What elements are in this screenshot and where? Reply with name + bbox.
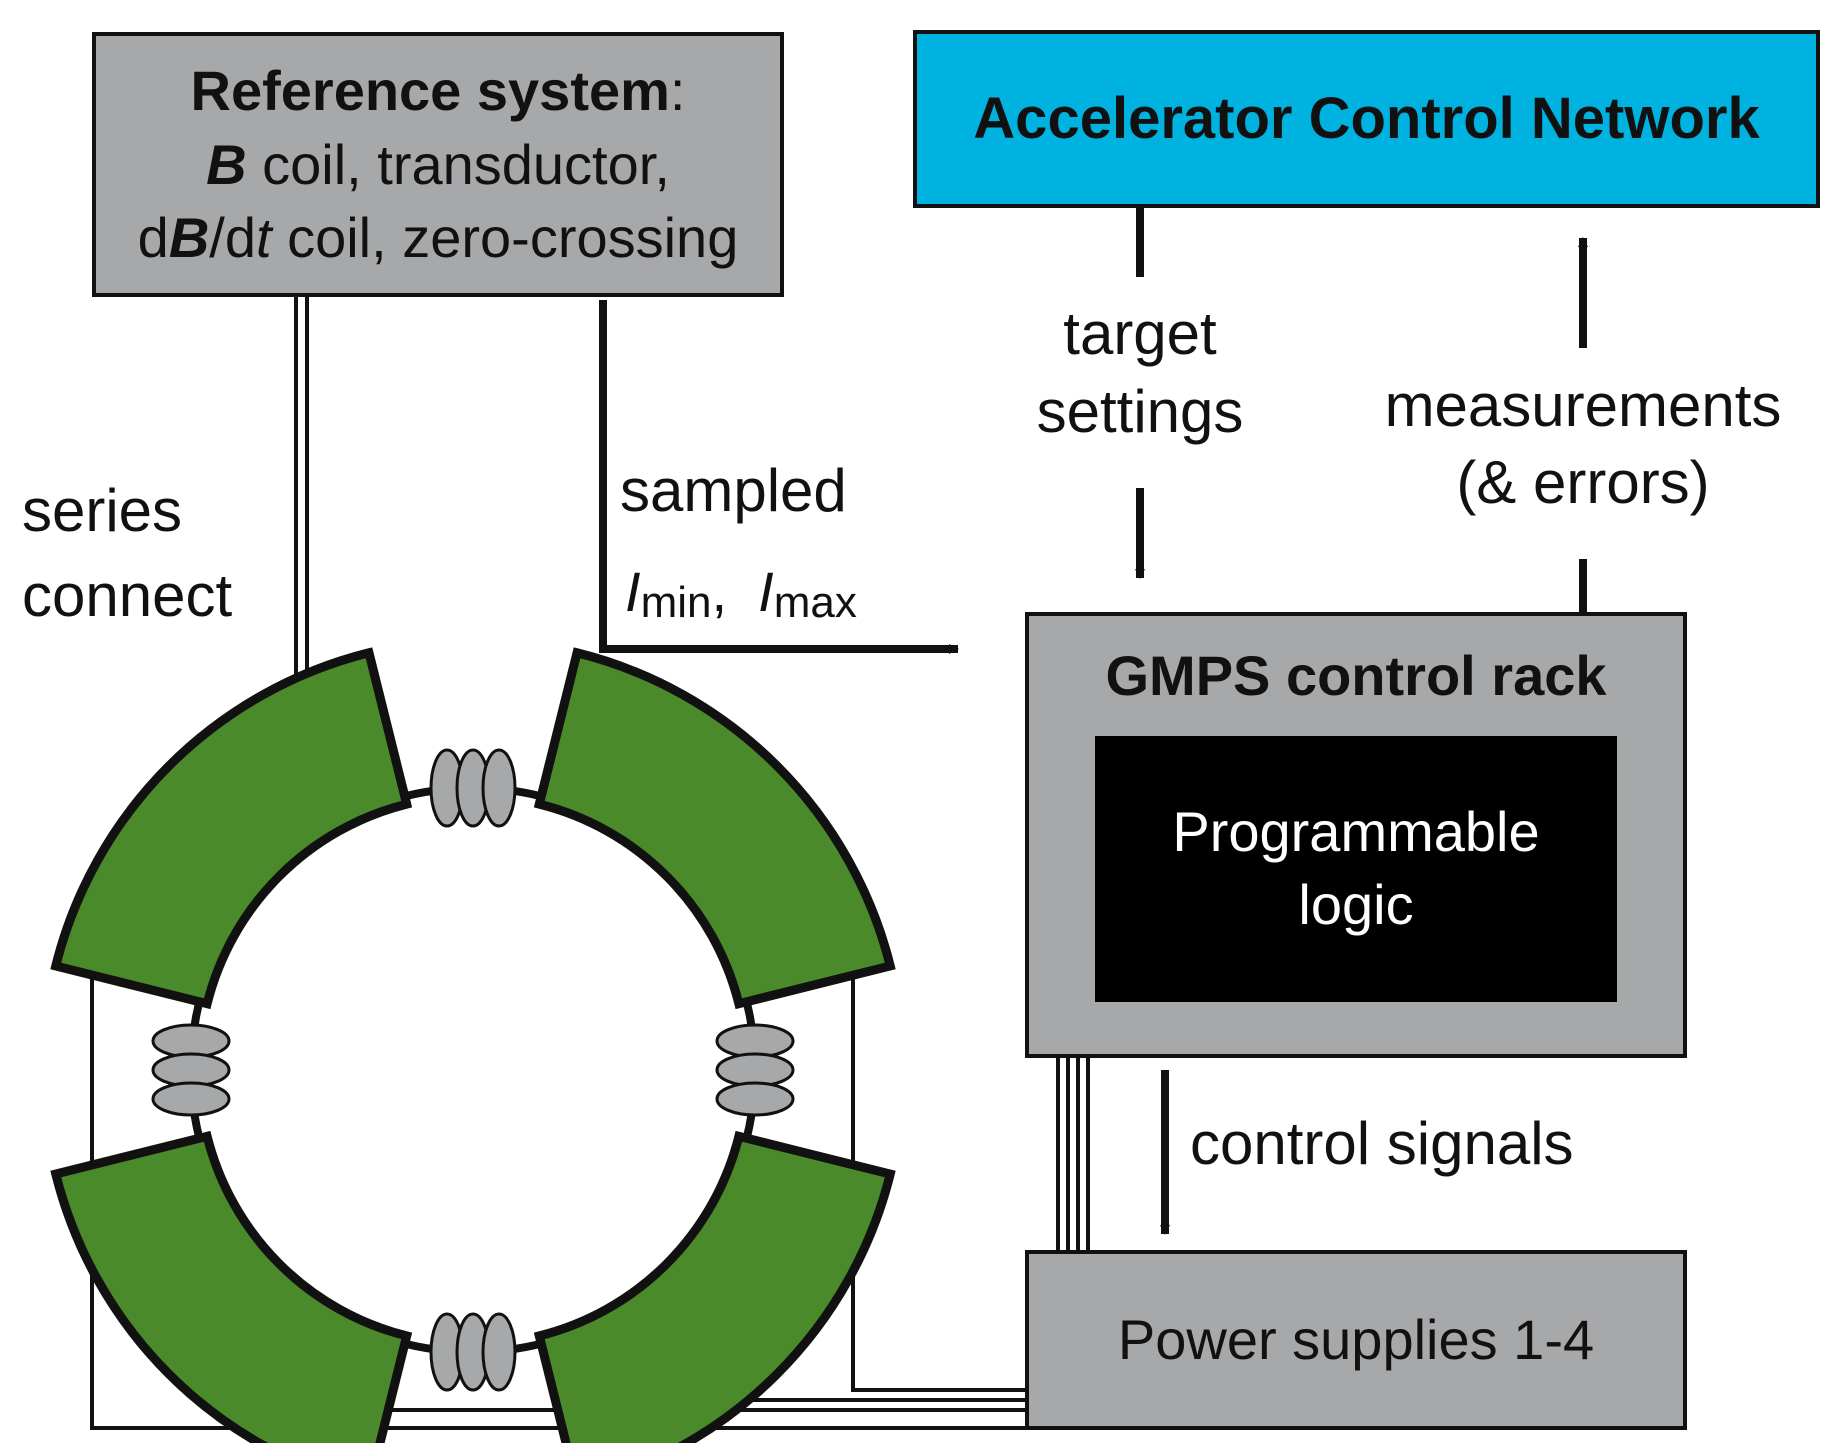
logic-line-2: logic bbox=[1298, 873, 1414, 936]
reference-system-box: Reference system: B coil, transductor, d… bbox=[92, 32, 784, 297]
reference-system-title: Reference system bbox=[190, 58, 670, 122]
b-symbol-2: B bbox=[168, 206, 210, 270]
magnet-top-left bbox=[50, 647, 413, 1010]
coil-bottom-lobe bbox=[481, 1312, 517, 1392]
series-label: series bbox=[22, 477, 183, 544]
imax-sub: max bbox=[773, 578, 857, 627]
settings-label: settings bbox=[1036, 378, 1244, 445]
reference-system-colon: : bbox=[669, 58, 686, 122]
coil-left-lobe bbox=[151, 1052, 231, 1088]
reference-line-3: coil, zero-crossing bbox=[271, 206, 739, 270]
coil-right-lobe bbox=[715, 1081, 795, 1117]
gmps-control-rack: GMPS control rack Programmable logic bbox=[1025, 612, 1687, 1058]
d-symbol: d bbox=[137, 206, 169, 270]
magnet-bottom-right bbox=[533, 1130, 896, 1443]
rack-title: GMPS control rack bbox=[1105, 644, 1607, 707]
measurements-label: measurements bbox=[1384, 372, 1782, 439]
sampled-label: sampled bbox=[620, 457, 847, 524]
b-symbol: B bbox=[206, 132, 247, 196]
accelerator-control-network-box: Accelerator Control Network bbox=[913, 30, 1820, 208]
coil-lenses bbox=[151, 748, 795, 1392]
reference-system-text: Reference system: B coil, transductor, d… bbox=[138, 54, 739, 276]
coil-right-lobe bbox=[715, 1052, 795, 1088]
power-supplies-box: Power supplies 1-4 bbox=[1025, 1250, 1687, 1430]
imin-comma: , bbox=[711, 560, 728, 623]
programmable-logic-block: Programmable logic bbox=[1095, 736, 1617, 1002]
rack-to-ps-cables bbox=[1056, 1058, 1090, 1250]
coil-top-lobe bbox=[481, 748, 517, 828]
connect-label: connect bbox=[22, 562, 233, 629]
coil-right-lobe bbox=[715, 1023, 795, 1059]
target-label: target bbox=[1063, 300, 1217, 367]
t-symbol: t bbox=[255, 206, 272, 270]
imax-i: I bbox=[758, 560, 774, 623]
logic-line-1: Programmable bbox=[1172, 800, 1540, 864]
errors-label: (& errors) bbox=[1456, 449, 1710, 516]
control-signals-label: control signals bbox=[1190, 1110, 1574, 1177]
network-title: Accelerator Control Network bbox=[973, 86, 1760, 152]
magnet-top-right bbox=[533, 647, 896, 1010]
coil-left-lobe bbox=[151, 1081, 231, 1117]
reference-line-2: coil, transductor, bbox=[246, 132, 670, 196]
slash-d: /d bbox=[209, 206, 256, 270]
imin-imax-label: Imin, Imax bbox=[625, 558, 857, 630]
sampled-arrow bbox=[599, 300, 959, 654]
imin-i: I bbox=[625, 560, 641, 623]
magnet-bottom-left bbox=[50, 1130, 413, 1443]
imin-sub: min bbox=[640, 578, 712, 627]
power-supplies-label: Power supplies 1-4 bbox=[1117, 1308, 1595, 1372]
dipole-magnets bbox=[50, 647, 896, 1443]
coil-left-lobe bbox=[151, 1023, 231, 1059]
